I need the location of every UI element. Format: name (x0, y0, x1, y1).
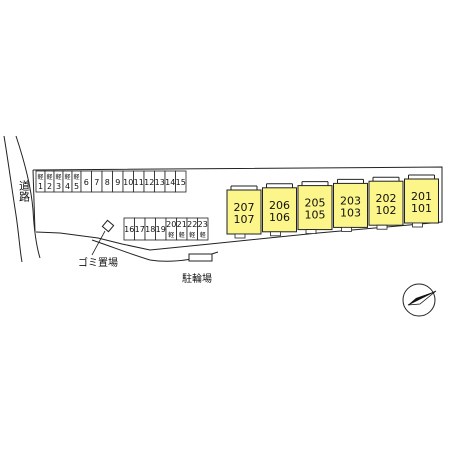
parking-stall-number: 16 (124, 225, 134, 234)
parking-stall-number: 20 (166, 220, 176, 229)
building-entrance (341, 226, 352, 232)
kei-car-mark: 軽 (200, 231, 206, 239)
building-entrance (270, 231, 281, 237)
unit-number-lower: 102 (376, 204, 397, 217)
unit-number-lower: 103 (340, 206, 361, 219)
parking-stall-number: 4 (65, 182, 70, 191)
unit-number-lower: 101 (411, 202, 432, 215)
unit-number-upper: 201 (411, 190, 432, 203)
parking-stall-number: 5 (74, 182, 79, 191)
parking-stall-number: 7 (94, 178, 99, 187)
garbage-leader-line (91, 230, 106, 256)
parking-stall-number: 9 (115, 178, 120, 187)
road-label: 道路 (18, 179, 31, 203)
parking-stall-number: 17 (135, 225, 145, 234)
kei-car-mark: 軽 (73, 173, 79, 181)
unit-number-upper: 202 (376, 192, 397, 205)
parking-stall-number: 8 (105, 178, 110, 187)
kei-car-mark: 軽 (46, 173, 52, 181)
kei-car-mark: 軽 (168, 231, 174, 239)
building-entrance (412, 222, 423, 228)
parking-stall-number: 1 (38, 182, 43, 191)
parking-stall-number: 2 (47, 182, 52, 191)
building-unit (226, 189, 262, 235)
building-entrance (376, 224, 388, 230)
building-entrance (305, 229, 317, 235)
parking-stall-number: 13 (155, 178, 165, 187)
parking-stall-number: 19 (156, 225, 166, 234)
parking-stall-number: 15 (176, 178, 186, 187)
garbage-area-label: ゴミ置場 (78, 256, 118, 269)
parking-stall-number: 3 (56, 182, 61, 191)
unit-number-upper: 206 (269, 199, 290, 212)
kei-car-mark: 軽 (179, 231, 185, 239)
kei-car-mark: 軽 (189, 231, 195, 239)
parking-stall (197, 217, 209, 241)
unit-number-lower: 106 (269, 211, 290, 224)
kei-car-mark: 軽 (55, 173, 61, 181)
parking-stall-number: 14 (165, 178, 175, 187)
building-unit (262, 187, 297, 233)
road-edge-right (15, 135, 41, 259)
unit-number-upper: 205 (305, 197, 326, 210)
road-edge-left (3, 135, 23, 263)
bicycle-parking-label: 駐輪場 (182, 272, 212, 285)
parking-stall-number: 21 (177, 220, 187, 229)
unit-number-upper: 207 (234, 201, 255, 214)
building-unit (404, 178, 439, 224)
building-unit (297, 185, 333, 231)
parking-stall-number: 22 (187, 220, 197, 229)
parking-stall-number: 11 (134, 178, 144, 187)
parking-stall-number: 23 (198, 220, 208, 229)
parking-stall (175, 170, 187, 193)
parking-stall-number: 18 (145, 225, 155, 234)
kei-car-mark: 軽 (64, 173, 70, 181)
unit-number-lower: 105 (305, 209, 326, 222)
parking-stall-number: 6 (84, 178, 89, 187)
site-boundary-left (32, 169, 36, 233)
unit-number-upper: 203 (340, 194, 361, 207)
building-entrance (234, 233, 246, 239)
site-boundary (32, 166, 443, 251)
unit-number-lower: 107 (234, 213, 255, 226)
bicycle-parking-box (188, 253, 213, 262)
parking-stall-number: 12 (144, 178, 154, 187)
north-arrow-icon (402, 283, 437, 317)
parking-stall-number: 10 (123, 178, 133, 187)
garbage-area-box (101, 219, 115, 233)
kei-car-mark: 軽 (37, 173, 43, 181)
